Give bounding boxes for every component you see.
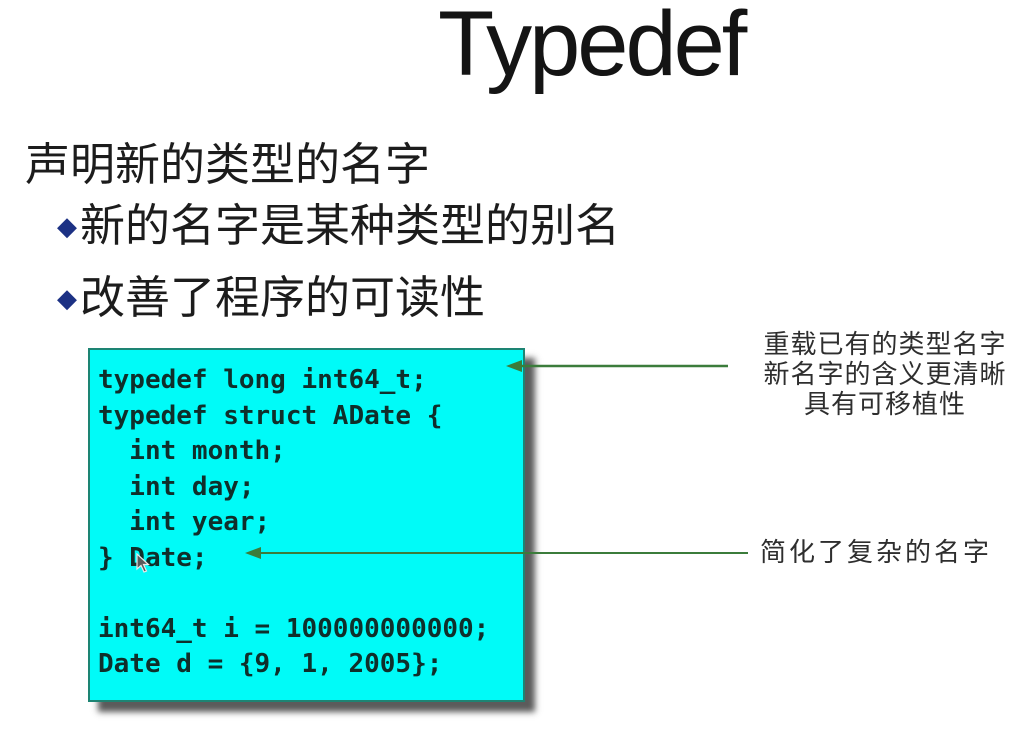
bullet-item-readability: ◆ 改善了程序的可读性 <box>57 270 485 326</box>
bullet-text: 新的名字是某种类型的别名 <box>80 200 621 251</box>
annotation-line: 新名字的含义更清晰 <box>763 359 1007 389</box>
slide-title: Typedef <box>438 0 747 95</box>
code-line: int month; <box>98 436 286 466</box>
arrow-left-icon <box>506 360 728 372</box>
code-line-blank <box>98 576 517 612</box>
annotation-line: 具有可移植性 <box>803 389 966 419</box>
diamond-bullet-icon: ◆ <box>57 211 77 241</box>
code-line: int day; <box>98 471 255 502</box>
code-line: int year; <box>98 507 271 537</box>
annotation-line: 重载已有的类型名字 <box>763 329 1007 359</box>
code-sample-box: typedef long int64_t; typedef struct ADa… <box>88 348 525 702</box>
diamond-bullet-icon: ◆ <box>57 283 77 313</box>
slide-heading: 声明新的类型的名字 <box>25 139 431 190</box>
bullet-text: 改善了程序的可读性 <box>80 272 486 323</box>
code-line: } Date; <box>98 542 208 573</box>
annotation-simplify-note: 简化了复杂的名字 <box>760 537 992 567</box>
bullet-item-alias: ◆ 新的名字是某种类型的别名 <box>57 198 620 254</box>
code-line: int64_t i = 100000000000; <box>98 613 490 644</box>
annotation-line: 简化了复杂的名字 <box>760 537 993 567</box>
annotation-overload-note: 重载已有的类型名字 新名字的含义更清晰 具有可移植性 <box>742 329 1016 419</box>
code-line: Date d = {9, 1, 2005}; <box>98 649 443 679</box>
code-line: typedef struct ADate { <box>98 400 443 431</box>
code-line: typedef long int64_t; <box>98 365 427 395</box>
